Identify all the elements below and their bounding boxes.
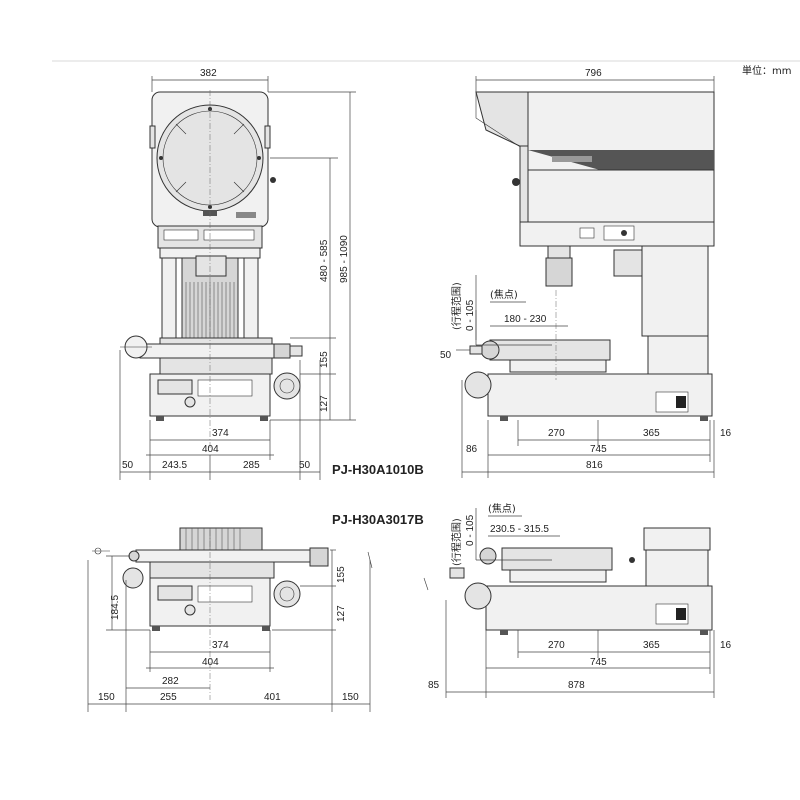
dim-985-1090: 985 - 1090 [339,235,350,283]
dim-270-top: 270 [548,428,565,439]
dim-816: 816 [586,460,603,471]
dim-745-bottom: 745 [590,657,607,668]
side-top-dimensions: 796 (行程范围) 0 - 105 (焦点) 180 - 230 50 270… [440,68,732,478]
dim-16-bottom: 16 [720,640,732,651]
dim-150-left: 150 [98,692,115,703]
stroke-label-top: (行程范围) [450,282,463,330]
dim-155-bottom: 155 [336,566,347,583]
stroke-label-bottom: (行程范围) [450,518,463,566]
dim-85: 85 [428,680,440,691]
dim-374: 374 [212,428,229,439]
dim-404-bottom: 404 [202,657,219,668]
dim-155: 155 [319,351,330,368]
dim-127-bottom: 127 [336,605,347,622]
front-bottom-dimensions: 155 127 184.5 374 404 282 150 255 401 15… [87,530,371,712]
focus-range-bottom: 230.5 - 315.5 [490,524,549,535]
dim-401: 401 [264,692,281,703]
front-view-bottom [92,527,373,631]
focus-label-top: (焦点) [490,288,518,301]
dim-382: 382 [200,68,217,79]
dim-86: 86 [466,444,478,455]
dim-480-585: 480 - 585 [319,239,330,282]
long-stage [135,549,327,563]
dim-404: 404 [202,444,219,455]
dim-365-top: 365 [643,428,660,439]
dim-50-side: 50 [440,350,452,361]
focus-range-top: 180 - 230 [504,314,547,325]
dim-374-bottom: 374 [212,640,229,651]
unit-label: 単位：mm [742,64,791,77]
side-bottom-dimensions: (行程范围) 0 - 105 (焦点) 230.5 - 315.5 270 36… [428,502,732,698]
dim-127: 127 [319,395,330,412]
model-label-top: PJ-H30A1010B [332,462,424,477]
dim-50-right: 50 [299,460,311,471]
dim-270-bottom: 270 [548,640,565,651]
side-view-top [464,91,715,421]
focus-label-bottom: (焦点) [488,502,516,515]
front-top-dimensions: 382 480 - 585 985 - 1090 155 127 374 404… [119,68,356,480]
dim-878: 878 [568,680,585,691]
stroke-range-bottom: 0 - 105 [465,514,476,546]
dim-796: 796 [585,68,602,79]
side-micrometer-knob [464,371,492,399]
dim-50-left: 50 [122,460,134,471]
dim-282: 282 [162,676,179,687]
dim-255: 255 [160,692,177,703]
dim-150-right: 150 [342,692,359,703]
dim-16-top: 16 [720,428,732,439]
right-micrometer-knob [273,372,301,400]
dim-285: 285 [243,460,260,471]
dim-365-bottom: 365 [643,640,660,651]
dim-184-5: 184.5 [110,595,121,620]
front-view-top [120,91,303,421]
dim-745-top: 745 [590,444,607,455]
stroke-range-top: 0 - 105 [465,299,476,331]
dim-243-5: 243.5 [162,460,187,471]
model-label-bottom: PJ-H30A3017B [332,512,424,527]
